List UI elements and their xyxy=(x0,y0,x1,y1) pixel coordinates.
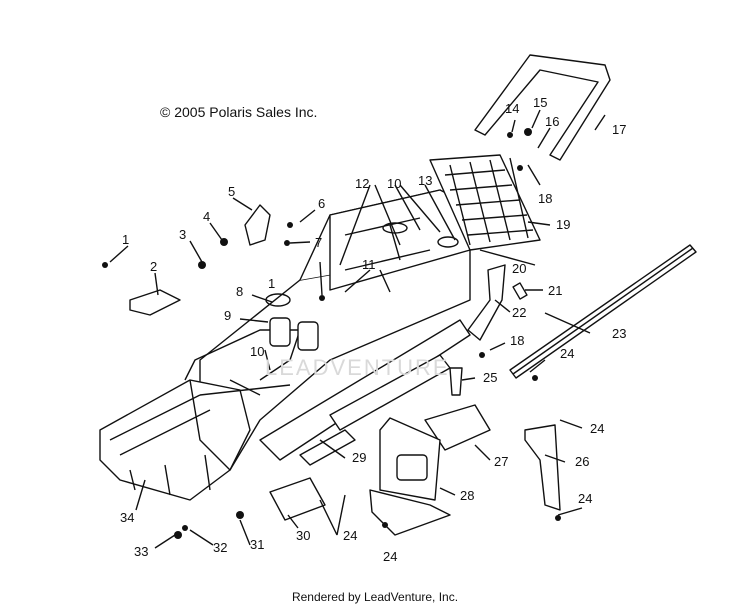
callout-24-a: 24 xyxy=(560,346,574,361)
foot-opening-right xyxy=(297,321,319,351)
callout-32: 32 xyxy=(213,540,227,555)
callout-8: 8 xyxy=(236,284,243,299)
callout-24-e: 24 xyxy=(383,549,397,564)
copyright-text: © 2005 Polaris Sales Inc. xyxy=(160,104,318,120)
callout-12: 12 xyxy=(355,176,369,191)
callout-24-b: 24 xyxy=(590,421,604,436)
side-bracket-26 xyxy=(524,424,561,511)
callout-22: 22 xyxy=(512,305,526,320)
callout-24-d: 24 xyxy=(343,528,357,543)
callout-26: 26 xyxy=(575,454,589,469)
callout-15: 15 xyxy=(533,95,547,110)
callout-11: 11 xyxy=(362,257,376,272)
callout-24-c: 24 xyxy=(578,491,592,506)
footrest-bracket xyxy=(467,264,506,341)
callout-2: 2 xyxy=(150,259,157,274)
callout-34: 34 xyxy=(120,510,134,525)
plate-30 xyxy=(269,477,326,521)
callout-29: 29 xyxy=(352,450,366,465)
callout-33: 33 xyxy=(134,544,148,559)
callout-1: 1 xyxy=(122,232,129,247)
callout-3: 3 xyxy=(179,227,186,242)
callout-31: 31 xyxy=(250,537,264,552)
callout-18-top: 18 xyxy=(538,191,552,206)
callout-13: 13 xyxy=(418,173,432,188)
callout-16: 16 xyxy=(545,114,559,129)
foot-opening-left xyxy=(269,317,291,347)
callout-25: 25 xyxy=(483,370,497,385)
callout-17: 17 xyxy=(612,122,626,137)
running-board xyxy=(259,319,471,461)
rear-grab-bar xyxy=(474,54,611,161)
callout-9: 9 xyxy=(224,308,231,323)
callout-14: 14 xyxy=(505,101,519,116)
callout-20: 20 xyxy=(512,261,526,276)
footer-credit: Rendered by LeadVenture, Inc. xyxy=(291,590,459,604)
callout-18-low: 18 xyxy=(510,333,524,348)
callout-10-mid: 10 xyxy=(250,344,264,359)
callout-6: 6 xyxy=(318,196,325,211)
callout-28: 28 xyxy=(460,488,474,503)
bracket-5 xyxy=(244,204,271,246)
callout-21: 21 xyxy=(548,283,562,298)
callout-19: 19 xyxy=(556,217,570,232)
callout-27: 27 xyxy=(494,454,508,469)
front-bulkhead xyxy=(99,379,251,501)
bracket-2 xyxy=(129,289,181,316)
callout-23: 23 xyxy=(612,326,626,341)
callout-10-top: 10 xyxy=(387,176,401,191)
callout-4: 4 xyxy=(203,209,210,224)
callout-7: 7 xyxy=(315,235,322,250)
callout-1-center: 1 xyxy=(268,276,275,291)
callout-30: 30 xyxy=(296,528,310,543)
watermark: LEADVENTURE xyxy=(265,355,450,380)
callout-5: 5 xyxy=(228,184,235,199)
